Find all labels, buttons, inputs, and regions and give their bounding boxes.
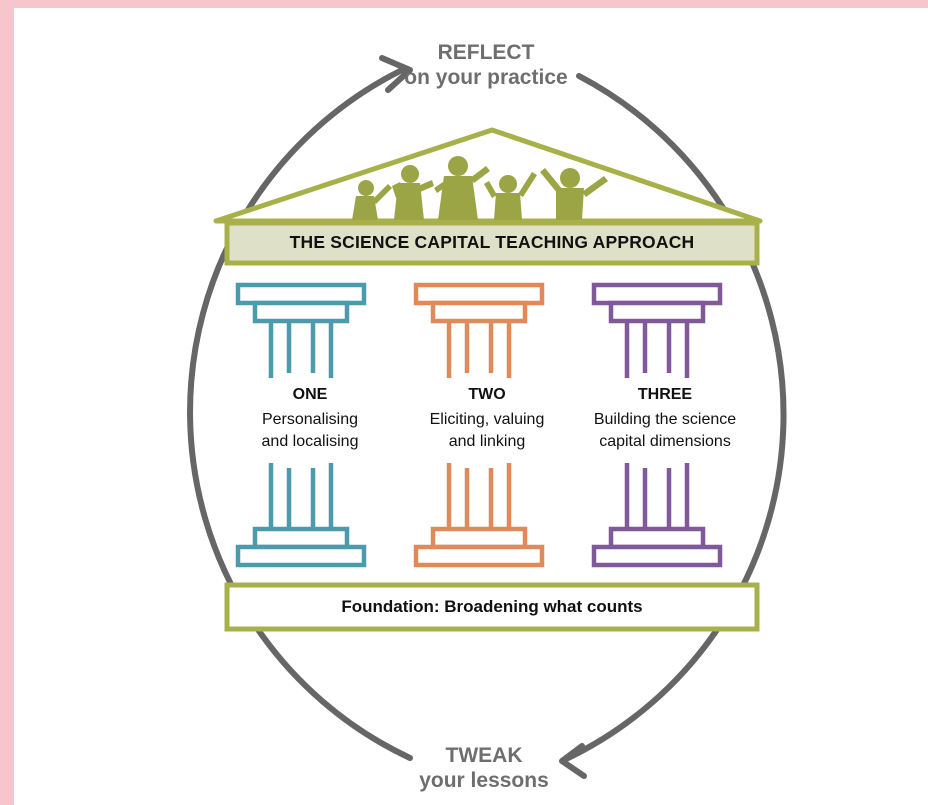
diagram-canvas: REFLECT on your practice TWEAK your less… — [14, 8, 928, 805]
cycle-arc-right — [561, 73, 787, 763]
foundation-box — [224, 582, 760, 632]
pillar-two-line1: Eliciting, valuing — [429, 411, 545, 428]
pillar-three-line2: capital dimensions — [599, 433, 731, 450]
cycle-arrows — [187, 67, 787, 763]
tweak-subheading: your lessons — [419, 769, 549, 792]
pillar-base-upper — [430, 526, 528, 550]
pillar-capital — [591, 282, 723, 306]
arrow-head-top — [379, 55, 413, 93]
pillar-two-text: TWO Eliciting, valuing and linking — [387, 384, 587, 453]
pillar-two-line2: and linking — [448, 433, 526, 450]
pillar-capital-lower — [252, 300, 350, 324]
arrow-head-bottom — [559, 743, 587, 779]
pillar-three-line1: Building the science — [593, 411, 737, 428]
pillar-base-upper — [608, 526, 706, 550]
pillar-one-line2: and localising — [261, 433, 359, 450]
tweak-label: TWEAK your lessons — [354, 743, 614, 793]
pillar-capital — [413, 282, 545, 306]
pillar-three-text: THREE Building the science capital dimen… — [565, 384, 765, 453]
pillar-two-number: TWO — [468, 386, 506, 403]
foundation-label: Foundation: Broadening what counts — [341, 597, 643, 616]
pillar-base — [235, 544, 367, 568]
pillar-one-line1: Personalising — [261, 411, 359, 428]
reflect-subheading: on your practice — [404, 66, 568, 89]
pillar-three — [591, 282, 723, 568]
approach-title: THE SCIENCE CAPITAL TEACHING APPROACH — [289, 231, 695, 252]
tweak-heading: TWEAK — [445, 744, 523, 767]
pillar-two — [413, 282, 545, 568]
pillar-three-number: THREE — [637, 386, 693, 403]
temple-roof — [213, 127, 763, 266]
reflect-label: REFLECT on your practice — [356, 40, 616, 90]
pillar-one — [235, 282, 367, 568]
diagram-art — [187, 55, 787, 779]
children-silhouette-image — [352, 156, 608, 220]
pillar-base-upper — [252, 526, 350, 550]
cycle-arc-top-left — [187, 67, 413, 761]
pillar-base — [413, 544, 545, 568]
pillars-group — [235, 282, 723, 568]
pillar-one-text: ONE Personalising and localising — [210, 384, 410, 453]
pillar-capital-lower — [608, 300, 706, 324]
pillar-base — [591, 544, 723, 568]
reflect-heading: REFLECT — [437, 41, 535, 64]
pillar-capital-lower — [430, 300, 528, 324]
pillar-one-number: ONE — [292, 386, 328, 403]
pillar-capital — [235, 282, 367, 306]
